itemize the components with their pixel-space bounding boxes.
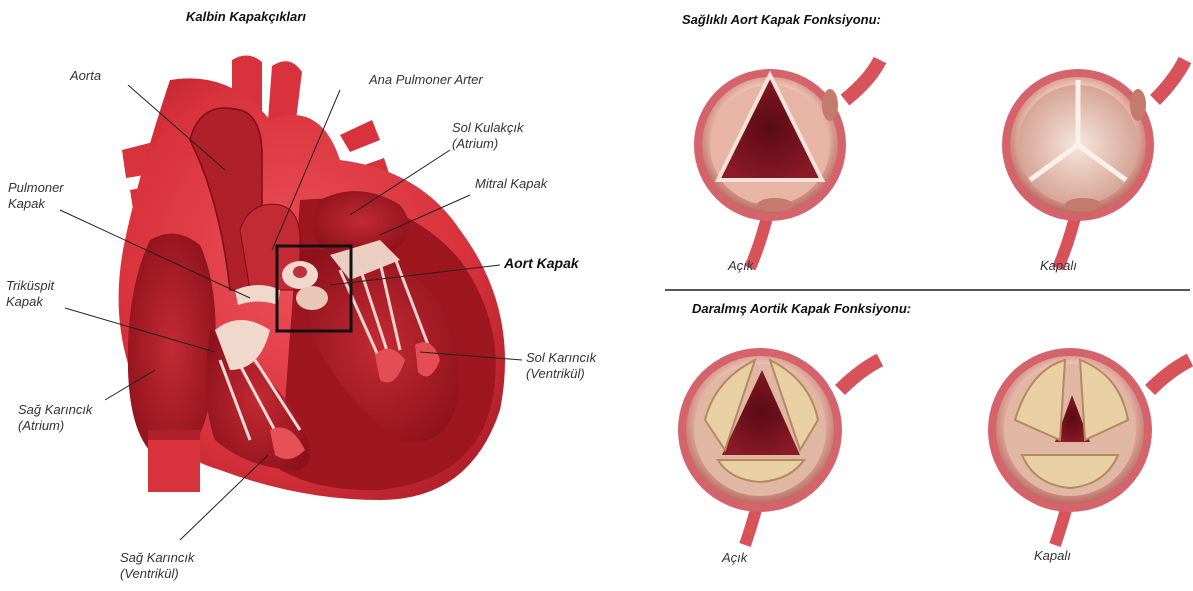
label-pulmonary-valve: Pulmoner Kapak [8,180,64,212]
stenotic-open-valve [678,348,880,545]
healthy-valve-title: Sağlıklı Aort Kapak Fonksiyonu: [682,12,881,27]
label-aorta: Aorta [70,68,101,84]
label-right-atrium: Sağ Karıncık (Atrium) [18,402,92,434]
stenotic-valve-title: Daralmış Aortik Kapak Fonksiyonu: [692,301,911,316]
label-pulmonary-artery: Ana Pulmoner Arter [369,72,483,88]
heart-diagram-title: Kalbin Kapakçıkları [186,9,306,24]
label-aortic-valve: Aort Kapak [504,255,579,271]
stenotic-open-label: Açık [722,550,747,566]
stenotic-closed-label: Kapalı [1034,548,1071,564]
healthy-open-label: Açık [728,258,753,274]
healthy-open-valve [694,60,880,268]
right-chamber [128,234,216,460]
label-tricuspid-valve: Triküspit Kapak [6,278,54,310]
label-mitral-valve: Mitral Kapak [475,176,547,192]
stenotic-closed-valve [988,348,1190,545]
healthy-closed-label: Kapalı [1040,258,1077,274]
healthy-closed-valve [1002,60,1185,268]
label-right-ventricle: Sağ Karıncık (Ventrikül) [120,550,194,582]
label-left-atrium: Sol Kulakçık (Atrium) [452,120,524,152]
label-left-ventricle: Sol Karıncık (Ventrikül) [526,350,596,382]
